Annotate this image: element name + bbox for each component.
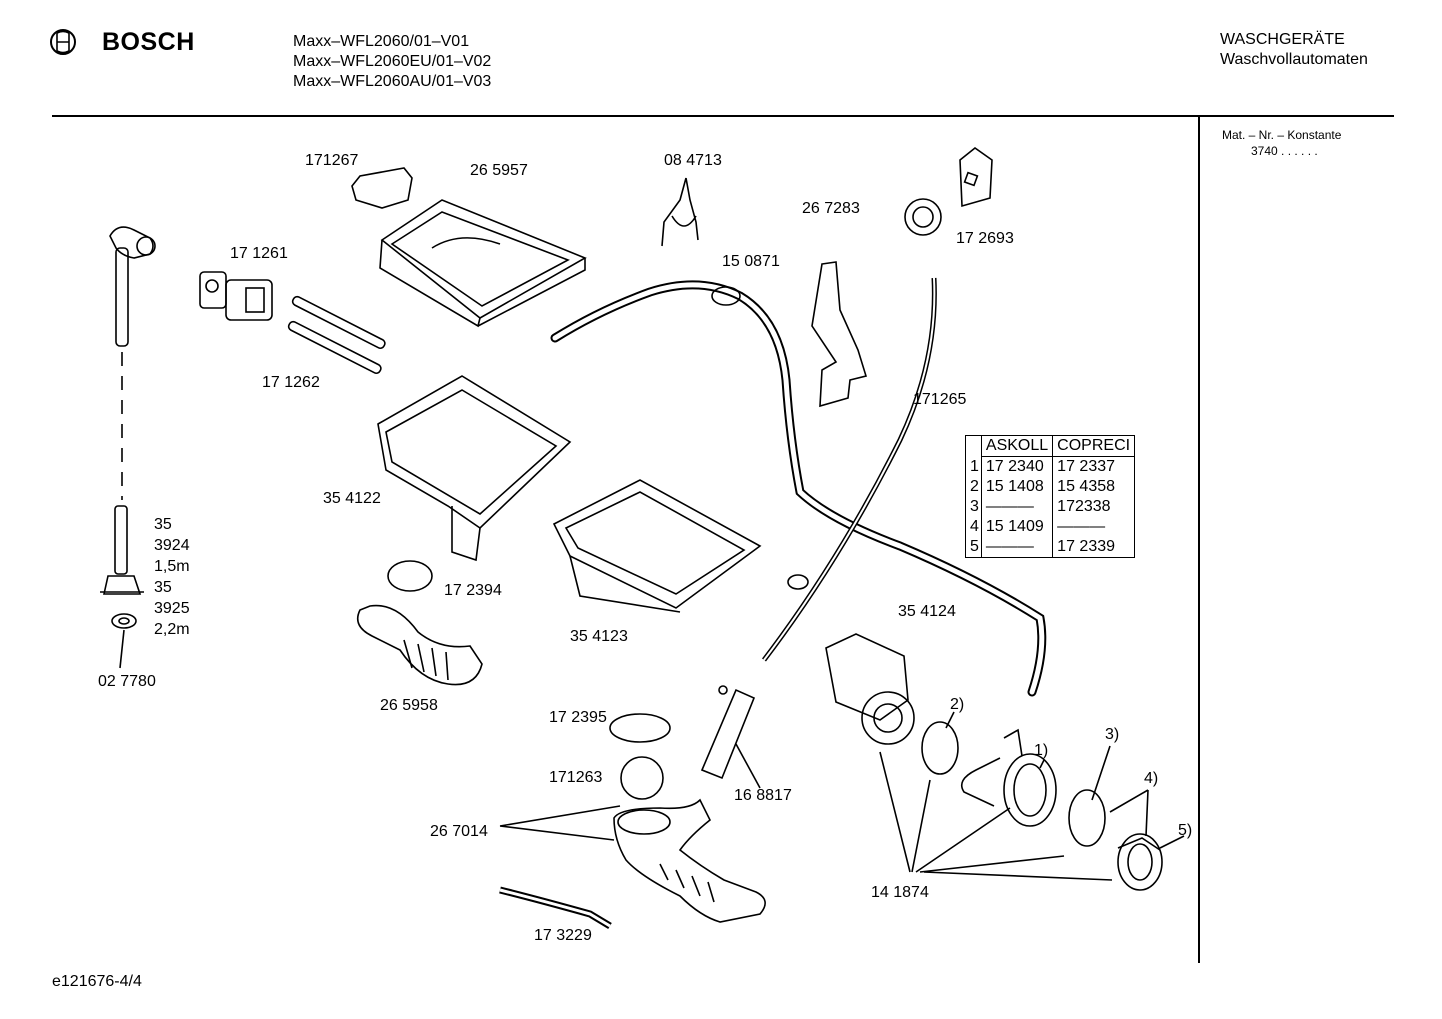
table-cell xyxy=(965,435,982,457)
part-label: 17 3229 xyxy=(534,927,592,944)
part-label: 3925 xyxy=(154,600,190,617)
grommet-part xyxy=(787,574,809,590)
bosch-armature-icon xyxy=(50,29,76,55)
part-label: 17 1262 xyxy=(262,374,320,391)
table-row: 2 15 1408 15 4358 xyxy=(965,477,1135,497)
drawer-housing-part xyxy=(377,375,572,562)
tube-element-part xyxy=(700,685,756,780)
callout-label: 2) xyxy=(950,696,965,713)
sump-hose-part xyxy=(613,798,766,923)
callout-label: 3) xyxy=(1105,726,1120,743)
fork-bracket-part xyxy=(661,177,699,247)
document-id: e121676-4/4 xyxy=(52,973,142,990)
mat-label: Mat. – Nr. – Konstante xyxy=(1222,128,1342,142)
part-label: 35 xyxy=(154,516,172,533)
part-label: 3924 xyxy=(154,537,190,554)
dispenser-cover-part xyxy=(379,199,587,328)
part-label: 35 4122 xyxy=(323,490,381,507)
table-cell: 17 2337 xyxy=(1057,458,1116,475)
part-label: 35 4123 xyxy=(570,628,628,645)
filter-part xyxy=(1117,833,1163,891)
table-cell: 15 1409 xyxy=(981,517,1054,537)
table-header: ASKOLL xyxy=(981,435,1054,457)
part-label: 08 4713 xyxy=(664,152,722,169)
sidebar-divider xyxy=(1198,117,1200,963)
table-header-row: ASKOLL COPRECI xyxy=(965,435,1135,457)
seal-ring-part xyxy=(387,560,433,592)
mat-value: 3740 . . . . . . xyxy=(1251,144,1318,158)
o-ring-part xyxy=(921,721,959,775)
part-label: 171263 xyxy=(549,769,603,786)
callout-label: 4) xyxy=(1144,770,1159,787)
part-label: 15 0871 xyxy=(722,253,780,270)
table-row: 5 ——— 17 2339 xyxy=(965,537,1135,558)
part-label: 16 8817 xyxy=(734,787,792,804)
part-label: 26 5957 xyxy=(470,162,528,179)
bosch-logo xyxy=(48,27,78,62)
bellows-hose-part xyxy=(356,604,483,686)
model-line: Maxx–WFL2060AU/01–V03 xyxy=(293,73,492,90)
model-line: Maxx–WFL2060EU/01–V02 xyxy=(293,53,492,70)
seal-part xyxy=(1068,789,1106,847)
model-list: Maxx–WFL2060/01–V01 Maxx–WFL2060EU/01–V0… xyxy=(293,32,491,92)
part-label: 17 2394 xyxy=(444,582,502,599)
part-label: 26 7283 xyxy=(802,200,860,217)
category-subtitle: Waschvollautomaten xyxy=(1220,51,1368,68)
part-label: 26 7014 xyxy=(430,823,488,840)
table-row: 3 ——— 172338 xyxy=(965,497,1135,517)
category-block: WASCHGERÄTE Waschvollautomaten xyxy=(1220,30,1368,70)
callout-label: 5) xyxy=(1178,822,1193,839)
brand-name: BOSCH xyxy=(102,28,195,56)
detergent-drawer-part xyxy=(552,479,762,613)
part-label: 14 1874 xyxy=(871,884,929,901)
table-cell: 172338 xyxy=(1057,498,1111,515)
table-cell: 1 xyxy=(965,456,982,477)
level-switch-part xyxy=(904,146,993,236)
category-title: WASCHGERÄTE xyxy=(1220,31,1345,48)
clip-part xyxy=(351,167,413,209)
table-cell: 15 1408 xyxy=(981,477,1054,497)
pump-variant-table: ASKOLL COPRECI 1 17 2340 17 2337 2 15 14… xyxy=(965,435,1136,558)
table-cell: 15 4358 xyxy=(1057,478,1116,495)
callout-label: 1) xyxy=(1034,742,1049,759)
table-cell: ——— xyxy=(981,537,1054,558)
float-ball-part xyxy=(620,756,664,800)
table-cell: ——— xyxy=(981,497,1054,517)
part-label: 26 5958 xyxy=(380,697,438,714)
part-label: 171267 xyxy=(305,152,359,169)
rod-part xyxy=(287,320,382,375)
table-row: 1 17 2340 17 2337 xyxy=(965,456,1135,477)
table-cell: 2 xyxy=(965,477,982,497)
washer-part xyxy=(111,613,137,629)
pump-motor-part xyxy=(825,633,915,745)
table-header: COPRECI xyxy=(1052,435,1135,457)
rod-part xyxy=(291,295,386,350)
part-label: 17 1261 xyxy=(230,245,288,262)
table-cell: 5 xyxy=(965,537,982,558)
bracket-part xyxy=(811,261,868,408)
part-label: 02 7780 xyxy=(98,673,156,690)
valve-part xyxy=(199,271,273,321)
part-label: 2,2m xyxy=(154,621,190,638)
table-cell: 17 2340 xyxy=(981,456,1054,477)
part-label: 35 xyxy=(154,579,172,596)
seal-ring-part xyxy=(609,713,671,743)
table-cell: ——— xyxy=(1057,518,1106,535)
part-label: 17 2693 xyxy=(956,230,1014,247)
table-row: 4 15 1409 ——— xyxy=(965,517,1135,537)
inlet-hose-elbow-part xyxy=(109,226,156,347)
table-cell: 4 xyxy=(965,517,982,537)
table-cell: 17 2339 xyxy=(1057,538,1116,555)
part-label: 35 4124 xyxy=(898,603,956,620)
header-rule xyxy=(52,115,1394,117)
model-line: Maxx–WFL2060/01–V01 xyxy=(293,33,470,50)
pump-housing-part xyxy=(960,728,1057,827)
long-drain-hose-part xyxy=(550,280,1047,697)
hose-connector-part xyxy=(100,505,144,595)
part-label: 17 2395 xyxy=(549,709,607,726)
table-cell: 3 xyxy=(965,497,982,517)
part-label: 1,5m xyxy=(154,558,190,575)
part-label: 171265 xyxy=(913,391,967,408)
